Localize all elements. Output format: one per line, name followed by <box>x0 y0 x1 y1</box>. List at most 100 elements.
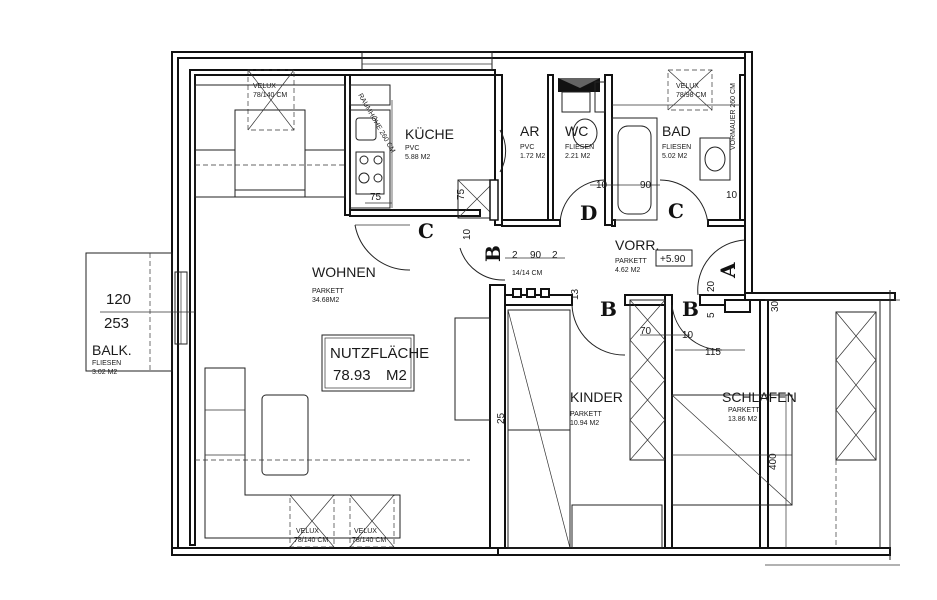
section-marker-b1: B <box>481 245 505 262</box>
room-name-kueche: KÜCHE <box>405 125 454 142</box>
wall-ar-bottom <box>501 219 561 227</box>
dim-30: 30 <box>770 300 781 312</box>
inner-wall-left-top <box>189 69 496 546</box>
dim-75b: 75 <box>456 188 467 200</box>
door-ar <box>499 129 507 173</box>
room-name-wohnen: WOHNEN <box>312 264 376 280</box>
room-name-wc: WC <box>565 123 588 139</box>
plan-notes: RAUMHÖHE 260 CM VORMAUER 260 CM 14/14 CM… <box>356 83 737 277</box>
room-area-wohnen: 34.68M2 <box>312 297 339 304</box>
wall-step <box>724 299 751 313</box>
note-durchgang: 14/14 CM <box>512 270 543 277</box>
dim-90a: 90 <box>640 180 652 191</box>
nutzflaeche-value: 78.93 <box>333 367 371 384</box>
dim-75: 75 <box>370 192 382 203</box>
note-vormauer: VORMAUER 260 CM <box>730 83 737 150</box>
room-area-ar: 1.72 M2 <box>520 153 545 160</box>
velux-2-size: 78/98 CM <box>676 92 707 99</box>
room-area-kueche: 5.88 M2 <box>405 154 430 161</box>
wall-ar-wc <box>547 74 554 226</box>
window-top-kueche <box>361 51 493 71</box>
wall-kinder-schlafen <box>664 294 673 549</box>
bath-vormauer <box>739 74 746 226</box>
wall-wc-bad <box>604 74 613 226</box>
nutzflaeche-box: NUTZFLÄCHE 78.93 M2 <box>321 334 429 392</box>
velux-1-size: 78/140 CM <box>253 92 287 99</box>
dim-2a: 2 <box>512 250 518 261</box>
door-kueche <box>354 224 411 271</box>
door-schlafen <box>671 304 723 351</box>
dimension-texts: 75 75 10 90 10 10 2 90 2 13 20 30 5 70 1… <box>104 180 781 470</box>
door-wc <box>559 179 606 226</box>
room-floor-wohnen: PARKETT <box>312 288 344 295</box>
room-floor-ar: PVC <box>520 144 534 151</box>
wall-wc-bottom <box>611 219 616 227</box>
dim-10b: 10 <box>596 180 608 191</box>
room-name-kinder: KINDER <box>570 389 623 405</box>
outer-wall-right-step <box>744 292 896 301</box>
double-bed <box>671 394 793 506</box>
outer-wall-bottom-left <box>171 547 501 556</box>
note-raumhoehe: RAUMHÖHE 260 CM <box>356 92 397 154</box>
room-area-balk: 3.02 M2 <box>92 369 117 376</box>
wall-schlafen-left <box>759 299 769 549</box>
velux-2-name: VELUX <box>676 83 699 90</box>
section-markers: A B B B C C D <box>418 199 740 321</box>
kinder-desk <box>571 504 663 549</box>
dim-25: 25 <box>496 412 507 424</box>
stove-icon <box>355 151 385 195</box>
room-area-schlafen: 13.86 M2 <box>728 416 757 423</box>
wall-right-edge <box>879 290 891 560</box>
kitchen-counter <box>349 109 391 209</box>
furniture <box>194 84 877 549</box>
door-kinder <box>571 304 626 356</box>
velux-1-name: VELUX <box>253 83 276 90</box>
room-floor-wc: FLIESEN <box>565 144 594 151</box>
velux-4-size: 78/140 CM <box>352 537 386 544</box>
dim-115: 115 <box>705 347 721 358</box>
dining-table <box>234 109 306 191</box>
bathtub-icon <box>611 117 658 221</box>
dining-area <box>194 84 346 198</box>
dim-10c: 10 <box>726 190 738 201</box>
kitchen-fixtures <box>349 84 499 221</box>
dim-70: 70 <box>640 326 652 337</box>
note-hoehe: +5.90 <box>660 254 686 265</box>
tv-unit <box>454 317 491 421</box>
dim-90b: 90 <box>530 250 542 261</box>
room-area-kinder: 10.94 M2 <box>570 420 599 427</box>
room-floor-balk: FLIESEN <box>92 360 121 367</box>
room-name-schlafen: SCHLAFEN <box>722 389 797 405</box>
nutzflaeche-label: NUTZFLÄCHE <box>330 345 429 362</box>
wall-kueche-left <box>344 74 351 216</box>
section-marker-b3: B <box>682 297 699 321</box>
outer-wall-bottom-right <box>497 547 891 556</box>
room-name-bad: BAD <box>662 123 691 139</box>
section-marker-c2: C <box>668 199 684 223</box>
outer-wall-right-upper <box>744 51 753 301</box>
dim-120: 120 <box>106 291 131 308</box>
velux-windows <box>247 69 713 548</box>
dim-2b: 2 <box>552 250 558 261</box>
room-floor-vorr: PARKETT <box>615 258 647 265</box>
velux-window-1 <box>247 69 295 131</box>
section-marker-b2: B <box>600 297 617 321</box>
velux-3-size: 78/140 CM <box>294 537 328 544</box>
wall-bad-bottom <box>707 219 746 227</box>
door-wohnen <box>459 247 506 281</box>
dim-253: 253 <box>104 315 129 332</box>
nutzflaeche-unit: M2 <box>386 367 407 384</box>
room-floor-kinder: PARKETT <box>570 411 602 418</box>
room-labels: KÜCHE PVC 5.88 M2 AR PVC 1.72 M2 WC FLIE… <box>92 123 797 427</box>
room-area-vorr: 4.62 M2 <box>615 267 640 274</box>
dimension-lines <box>365 184 900 566</box>
velux-labels: VELUX 78/140 CM VELUX 78/98 CM VELUX 78/… <box>253 83 707 544</box>
room-name-vorr: VORR. <box>615 237 659 253</box>
door-bad <box>659 179 709 226</box>
room-area-bad: 5.02 M2 <box>662 153 687 160</box>
dim-10d: 10 <box>682 330 694 341</box>
wall-kueche-bottom <box>349 209 481 217</box>
section-marker-c1: C <box>418 219 434 243</box>
dim-5: 5 <box>706 312 717 318</box>
